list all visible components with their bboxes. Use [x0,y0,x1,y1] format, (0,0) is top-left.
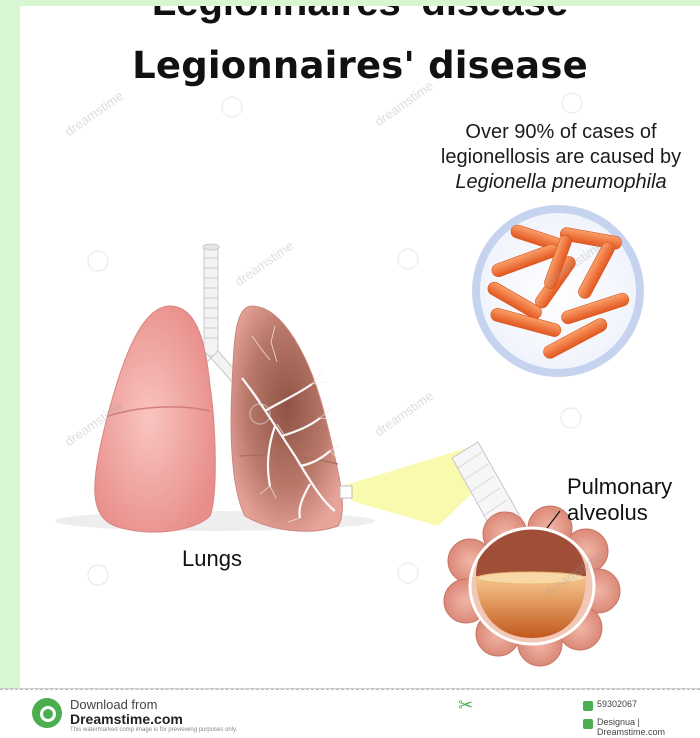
dreamstime-logo-icon[interactable] [32,698,62,728]
alveolus-label-line: alveolus [567,500,672,526]
author-badge-icon [583,719,593,729]
alveolus-label: Pulmonary alveolus [567,474,672,526]
download-footer: Download from Dreamstime.com This waterm… [0,688,700,738]
scissors-icon: ✂ [458,695,473,716]
download-from-text: Download from [70,697,157,712]
bacteria-magnifier [476,209,640,373]
caption-line: Over 90% of cases of [430,120,692,145]
alveolus-cluster [444,506,620,666]
page-title: Legionnaires' disease [20,44,700,87]
lungs-illustration [20,6,700,688]
illustration-canvas: Legionnaires' disease [20,6,700,688]
id-badge-icon [583,701,593,711]
bacteria-caption: Over 90% of cases of legionellosis are c… [430,120,692,195]
cut-line [0,689,700,690]
caption-line: legionellosis are caused by [430,145,692,170]
alveolus-label-line: Pulmonary [567,474,672,500]
site-link[interactable]: Dreamstime.com [70,711,183,727]
zoom-source-box [340,486,352,498]
image-credit[interactable]: Designua | Dreamstime.com [597,717,700,737]
image-id: 59302067 [597,699,637,709]
lungs-label: Lungs [182,546,242,572]
caption-species: Legionella pneumophila [430,170,692,195]
watermark-notice: This watermarked comp image is for previ… [70,727,237,733]
